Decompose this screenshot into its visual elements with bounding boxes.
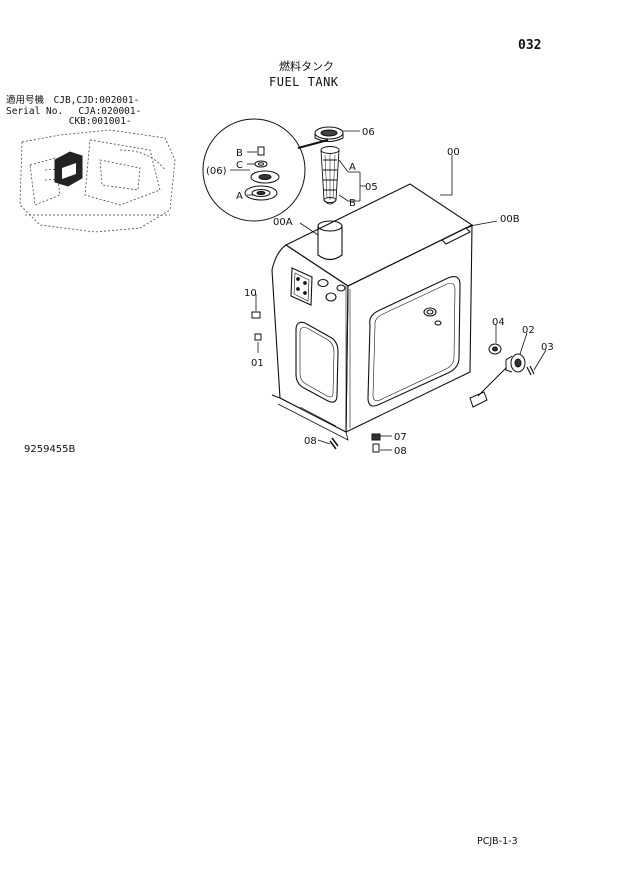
callout-04: 04 [492,317,505,328]
callout-a-detail: A [236,191,243,202]
callout-b-detail: B [236,148,243,159]
fuel-tank-body [271,183,474,441]
page-number: 032 [518,38,542,53]
leader-lines [230,130,547,451]
machine-location-thumbnail [19,129,176,233]
serial-number-block: 適用号機 CJB,CJD:002001- Serial No. CJA:0200… [6,95,142,128]
callout-08-right: 08 [394,446,407,457]
footer-code: PCJB-1-3 [477,836,518,847]
callout-06-paren: (06) [206,166,227,177]
callout-00b: 00B [500,214,520,225]
title-english: FUEL TANK [269,75,339,89]
callout-a: A [349,162,356,173]
callout-05: 05 [365,182,378,193]
callout-07: 07 [394,432,407,443]
callout-00: 00 [447,147,460,158]
small-parts [251,311,535,453]
serial-line: 適用号機 CJB,CJD:002001- [6,95,140,106]
title-japanese: 燃料タンク [279,60,334,73]
callout-08-left: 08 [304,436,317,447]
callout-06: 06 [362,127,375,138]
callout-b: B [349,198,356,209]
cap-06 [314,126,344,142]
callout-02: 02 [522,325,535,336]
callout-00a: 00A [273,217,293,228]
serial-line: Serial No. CJA:020001- [6,105,142,117]
serial-line: CKB:001001- [6,116,132,127]
callout-01: 01 [251,358,264,369]
strainer-05 [320,146,340,205]
callout-03: 03 [541,342,554,353]
callout-10: 10 [244,288,257,299]
fuel-tank-thumbnail-highlight [54,151,83,187]
callout-c: C [236,160,243,171]
callout-labels: 06 (06) B C A A 05 B 00 00A 00B 10 01 04… [206,127,554,457]
drawing-number: 9259455B [24,444,76,455]
